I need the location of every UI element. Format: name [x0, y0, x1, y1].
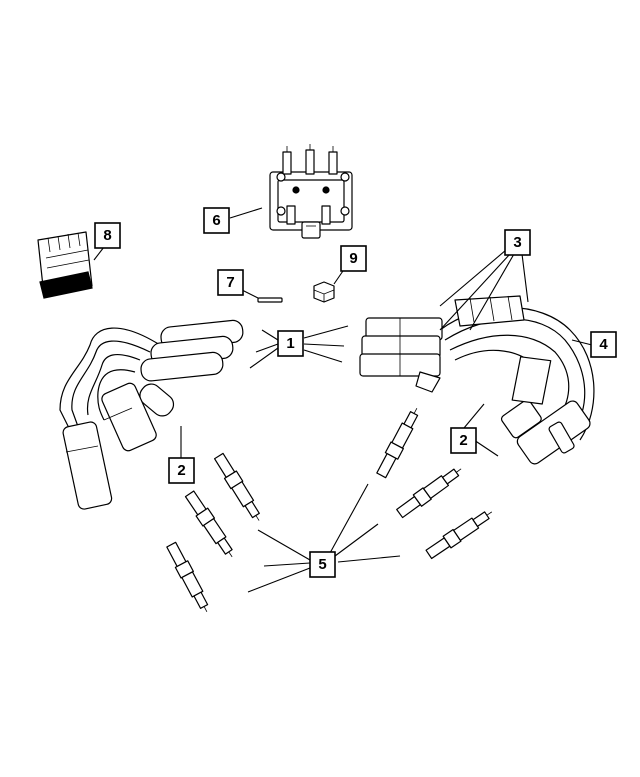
- spark-plug: [213, 452, 260, 521]
- nut: [313, 281, 335, 303]
- left-ignition-wire-set: [59, 319, 244, 510]
- leader-lines: [93, 207, 593, 593]
- callout-2-right: 2: [450, 427, 477, 454]
- callout-3-label: 3: [513, 234, 521, 251]
- callout-9: 9: [340, 245, 367, 272]
- callout-6: 6: [203, 207, 230, 234]
- callout-5: 5: [309, 551, 336, 578]
- callout-1: 1: [277, 330, 304, 357]
- callout-3: 3: [504, 229, 531, 256]
- callout-1-label: 1: [286, 335, 294, 352]
- spark-plug: [396, 468, 462, 519]
- spark-plug: [376, 408, 419, 479]
- wire-separator-bracket: [37, 231, 93, 299]
- spark-plugs: [166, 408, 493, 612]
- callout-5-label: 5: [318, 556, 326, 573]
- callout-9-label: 9: [349, 250, 357, 267]
- callout-2-right-label: 2: [459, 432, 467, 449]
- callout-7: 7: [217, 269, 244, 296]
- spark-plug: [166, 541, 209, 612]
- callout-2-left: 2: [168, 457, 195, 484]
- clip: [257, 297, 283, 303]
- callout-7-label: 7: [226, 274, 234, 291]
- right-ignition-wire-set: [359, 295, 595, 465]
- ignition-coil-pack: [269, 144, 353, 239]
- spark-plug: [425, 511, 493, 560]
- callout-8-label: 8: [103, 227, 111, 244]
- callout-8: 8: [94, 222, 121, 249]
- callout-6-label: 6: [212, 212, 220, 229]
- callout-4: 4: [590, 331, 617, 358]
- callout-2-left-label: 2: [177, 462, 185, 479]
- spark-plug: [184, 490, 233, 558]
- callout-4-label: 4: [599, 336, 608, 353]
